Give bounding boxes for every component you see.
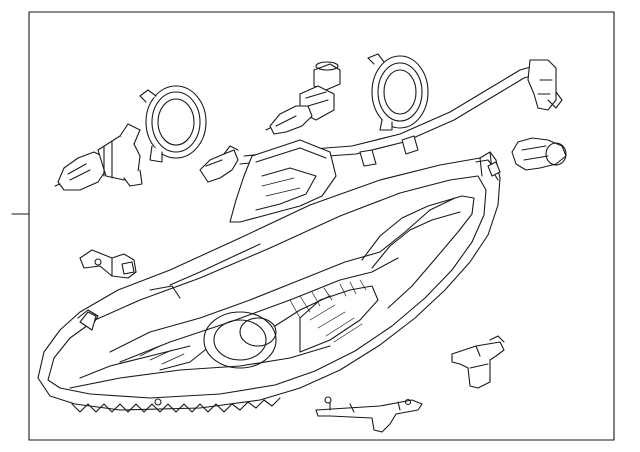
headlamp-assembly	[37, 151, 501, 413]
bulb-right	[511, 137, 567, 171]
small-clip	[487, 161, 501, 177]
frame-border	[28, 11, 615, 441]
mounting-bracket	[79, 249, 137, 279]
dust-cap-right	[367, 53, 429, 131]
bottom-bracket	[315, 396, 423, 433]
small-bulb-left	[199, 145, 239, 183]
side-clip	[451, 335, 505, 389]
bulb-left	[54, 123, 143, 191]
bulb-center	[265, 61, 341, 135]
dust-cap-left	[139, 85, 207, 163]
wiring-harness	[239, 59, 563, 167]
shield-panel	[229, 139, 337, 223]
